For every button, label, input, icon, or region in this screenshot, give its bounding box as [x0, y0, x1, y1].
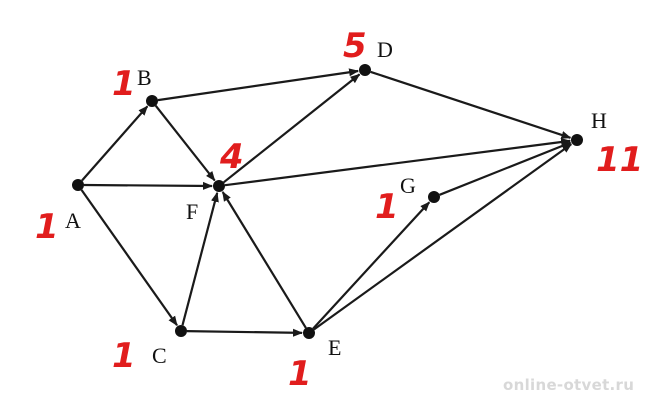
edge-e-f [221, 191, 307, 329]
edge-e-h [313, 143, 573, 331]
edge-g-h [439, 141, 572, 196]
node-b-count: 1 [112, 64, 136, 104]
labels-layer: A B C D E F G H [65, 37, 607, 368]
edge-a-c [80, 189, 178, 327]
node-a-label: A [65, 208, 81, 233]
node-f-dot [213, 180, 225, 192]
edge-a-f [83, 181, 213, 190]
edge-c-f [181, 191, 219, 326]
node-c-label: C [152, 343, 167, 368]
edge-f-h [224, 138, 572, 187]
node-f-label: F [186, 199, 198, 224]
node-h-label: H [591, 108, 607, 133]
node-b-label: B [137, 65, 152, 90]
edge-b-f [154, 105, 216, 182]
node-d-count: 5 [343, 26, 367, 66]
edge-d-h [370, 70, 572, 139]
node-g-dot [428, 191, 440, 203]
node-d-label: D [377, 37, 393, 62]
node-g-count: 1 [375, 187, 399, 227]
node-e-dot [303, 327, 315, 339]
edge-c-e [186, 328, 303, 337]
node-e-label: E [328, 335, 341, 360]
node-c-dot [175, 325, 187, 337]
nodes-layer [72, 64, 583, 339]
node-f-count: 4 [219, 137, 244, 177]
edges-layer [80, 68, 573, 337]
edge-f-d [223, 73, 361, 184]
node-g-label: G [400, 173, 416, 198]
node-a-dot [72, 179, 84, 191]
node-e-count: 1 [288, 354, 312, 394]
edge-b-d [157, 68, 360, 102]
node-b-dot [146, 95, 158, 107]
edge-a-b [81, 105, 149, 182]
edge-e-g [312, 201, 431, 330]
node-h-count: 11 [596, 140, 643, 180]
node-a-count: 1 [35, 207, 59, 247]
node-d-dot [359, 64, 371, 76]
node-c-count: 1 [112, 336, 136, 376]
node-h-dot [571, 134, 583, 146]
watermark-text: online-otvet.ru [503, 376, 634, 394]
